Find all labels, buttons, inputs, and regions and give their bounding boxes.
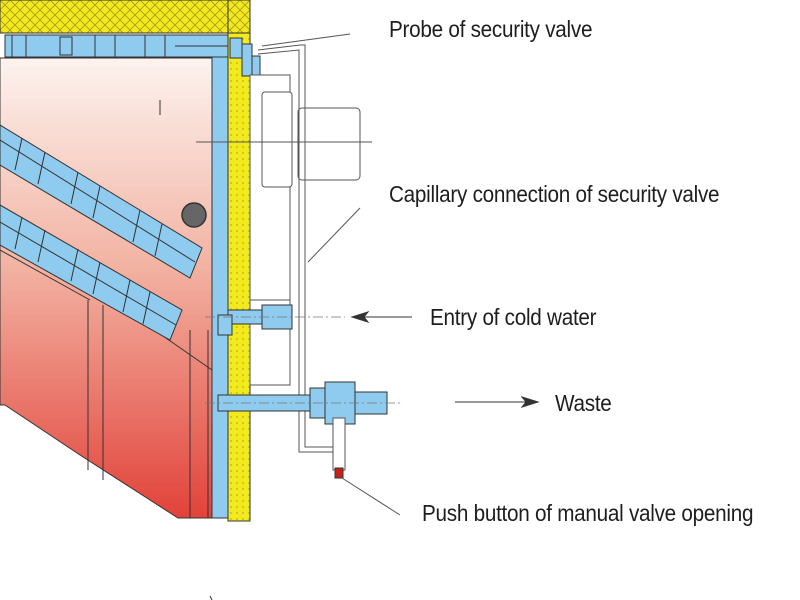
top-insulation xyxy=(0,0,251,34)
cold-water-arrow xyxy=(350,311,412,323)
push-button[interactable] xyxy=(334,467,344,479)
label-waste: Waste xyxy=(555,390,612,416)
tank-internal-lines xyxy=(0,100,213,518)
capillary-tube xyxy=(257,44,335,453)
stray-mark xyxy=(209,595,213,600)
push-button-stem xyxy=(332,417,346,471)
label-probe: Probe of security valve xyxy=(389,16,593,42)
right-insulation xyxy=(227,32,251,522)
label-capillary: Capillary connection of security valve xyxy=(389,181,720,207)
label-push-button: Push button of manual valve opening xyxy=(422,500,754,526)
probe-fitting xyxy=(229,37,261,81)
heat-exchanger-tubes xyxy=(0,124,203,341)
center-lines xyxy=(205,316,400,404)
valve-housing xyxy=(196,74,372,386)
insulation-corner xyxy=(227,0,251,34)
waste-arrow xyxy=(455,396,540,408)
label-cold-water: Entry of cold water xyxy=(430,304,597,330)
sensor-circle xyxy=(181,202,207,228)
vertical-blue-pipe xyxy=(211,56,229,519)
top-pipe-fittings xyxy=(11,34,166,58)
leader-lines xyxy=(261,33,401,516)
